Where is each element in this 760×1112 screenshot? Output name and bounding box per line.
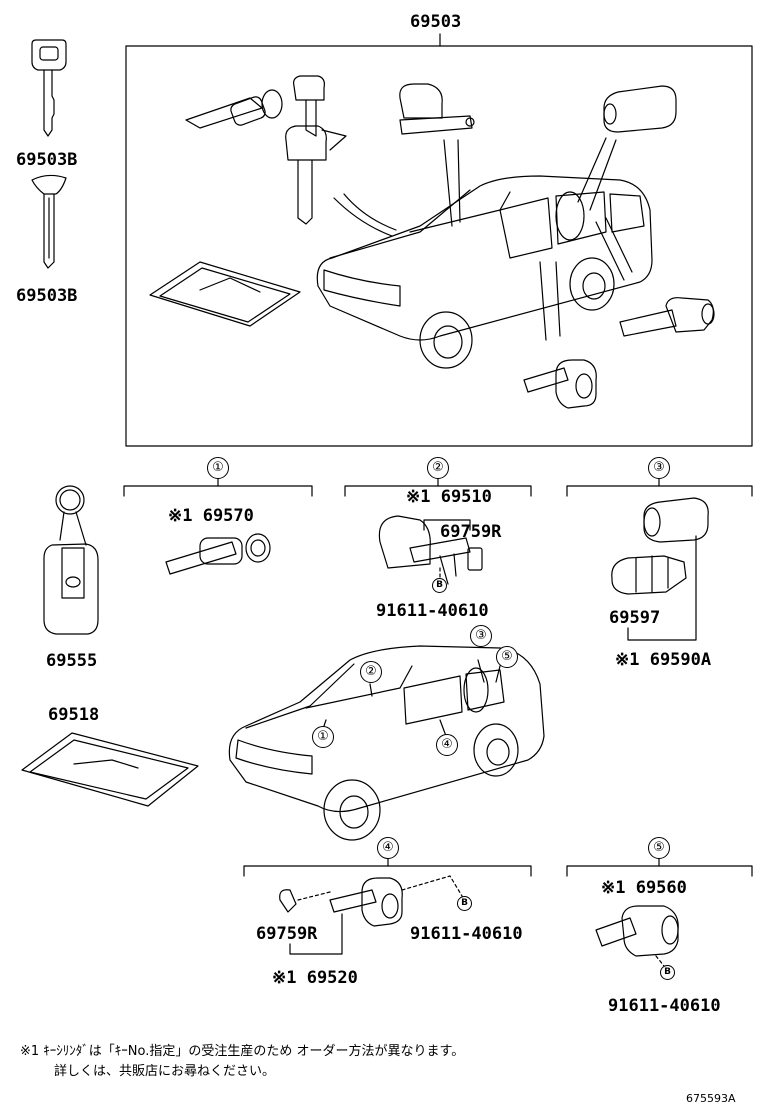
bolt-marker-s4: B <box>457 896 472 911</box>
section4-cylinder-icon <box>279 877 403 927</box>
section2-cylinder-icon <box>378 515 483 585</box>
section1-cylinder-icon <box>165 533 271 575</box>
part-number-s1-cylinder: ※1 69570 <box>168 506 254 526</box>
section3-cylinder-icon <box>611 555 687 595</box>
bolt-marker-s2: B <box>432 578 447 593</box>
ignition-set-icon <box>185 75 347 225</box>
sub-key-icon <box>31 174 67 269</box>
part-number-s5-cylinder: ※1 69560 <box>601 878 687 898</box>
section-number-5: ⑤ <box>648 837 670 859</box>
part-number-s3-assy: ※1 69590A <box>615 650 712 670</box>
keyring-icon <box>43 485 99 635</box>
section-number-4: ④ <box>377 837 399 859</box>
s4-bracket <box>289 913 343 955</box>
section-number-3: ③ <box>648 457 670 479</box>
section5-cylinder-icon <box>595 905 679 957</box>
s4-dashes <box>297 875 463 901</box>
section-3-bracket <box>566 485 753 497</box>
part-number-s2-lever: 69759R <box>440 522 502 542</box>
part-number-s2-cylinder: ※1 69510 <box>406 487 492 507</box>
top-arrow-4 <box>539 261 561 341</box>
door-lock-bottom-icon <box>523 359 597 409</box>
rear-lock-icon <box>619 297 715 337</box>
part-number-s4-lever: 69759R <box>256 924 318 944</box>
part-number-s4-bolt: 91611-40610 <box>410 924 523 944</box>
part-number-keyring: 69555 <box>46 651 98 671</box>
section-5-bracket <box>566 865 753 877</box>
callout-5: ⑤ <box>496 646 518 668</box>
part-number-key-1: 69503B <box>16 150 78 170</box>
part-number-s3-sleeve: 69597 <box>609 608 661 628</box>
s3-bracket <box>627 535 697 641</box>
center-leaders <box>321 659 501 737</box>
top-frame <box>125 45 753 447</box>
part-number-69503: 69503 <box>410 12 462 32</box>
bolt-marker-s5: B <box>660 965 675 980</box>
top-key-plate-icon <box>149 261 301 327</box>
top-vehicle-icon <box>316 175 653 369</box>
master-key-icon <box>31 39 67 137</box>
top-arrow-1 <box>333 197 393 237</box>
s2-bracket <box>423 519 471 531</box>
footnote-line-1: ※1 ｷｰｼﾘﾝﾀﾞは「ｷｰNo.指定」の受注生産のため オーダー方法が異なりま… <box>20 1044 465 1059</box>
footnote-line-2: 詳しくは、共販店にお尋ねください。 <box>54 1064 276 1079</box>
callout-1: ① <box>312 726 334 748</box>
top-arrow-3 <box>577 137 617 211</box>
section-number-1: ① <box>207 457 229 479</box>
callout-4: ④ <box>436 734 458 756</box>
part-number-key-2: 69503B <box>16 286 78 306</box>
top-arrow-5 <box>595 217 633 281</box>
section-4-bracket <box>243 865 532 877</box>
key-plate-icon <box>21 732 199 807</box>
top-sleeve-icon <box>603 85 677 133</box>
callout-3: ③ <box>470 625 492 647</box>
reference-code: 675593A <box>686 1092 736 1105</box>
center-vehicle-icon <box>228 645 545 841</box>
section-1-bracket <box>123 485 313 497</box>
callout-2: ② <box>360 661 382 683</box>
part-number-plate: 69518 <box>48 705 100 725</box>
door-lock-top-icon <box>399 83 475 135</box>
part-number-s4-assy: ※1 69520 <box>272 968 358 988</box>
section-number-2: ② <box>427 457 449 479</box>
part-number-s2-bolt: 91611-40610 <box>376 601 489 621</box>
section3-sleeve-icon <box>643 497 709 543</box>
top-arrow-2 <box>443 139 461 227</box>
part-number-s5-bolt: 91611-40610 <box>608 996 721 1016</box>
